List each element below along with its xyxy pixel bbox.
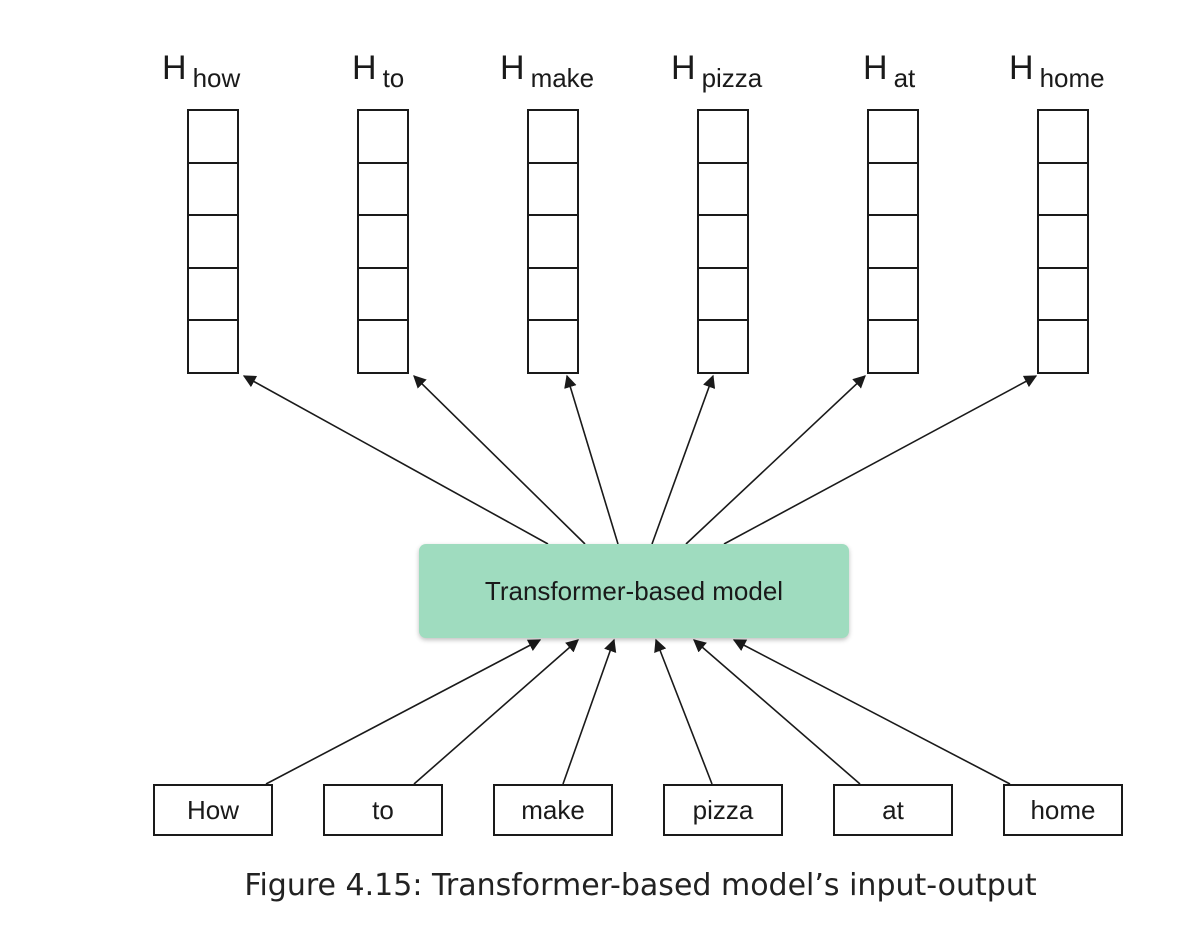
output-vector-pizza xyxy=(697,109,749,374)
output-symbol: H xyxy=(1009,49,1034,87)
output-subscript: at xyxy=(893,63,916,93)
output-vector-to xyxy=(357,109,409,374)
vector-cell xyxy=(529,321,577,372)
vector-cell xyxy=(699,164,747,217)
output-arrow xyxy=(685,375,866,545)
vector-cell xyxy=(869,269,917,322)
input-arrow xyxy=(413,639,579,785)
output-vector-make xyxy=(527,109,579,374)
input-token-pizza: pizza xyxy=(663,784,783,836)
vector-cell xyxy=(189,269,237,322)
figure-caption: Figure 4.15: Transformer-based model’s i… xyxy=(244,868,1037,903)
vector-cell xyxy=(869,111,917,164)
vector-cell xyxy=(699,111,747,164)
vector-cell xyxy=(189,216,237,269)
vector-cell xyxy=(1039,111,1087,164)
input-arrow xyxy=(265,639,542,785)
vector-cell xyxy=(529,164,577,217)
output-subscript: make xyxy=(530,63,595,93)
output-arrow xyxy=(413,375,586,545)
vector-cell xyxy=(529,111,577,164)
vector-cell xyxy=(869,164,917,217)
vector-cell xyxy=(529,269,577,322)
output-symbol: H xyxy=(863,49,888,87)
input-arrow xyxy=(654,638,713,785)
vector-cell xyxy=(1039,321,1087,372)
output-symbol: H xyxy=(162,49,187,87)
input-arrow xyxy=(732,639,1011,785)
input-token-to: to xyxy=(323,784,443,836)
model-label: Transformer-based model xyxy=(484,575,784,606)
output-vector-at xyxy=(867,109,919,374)
input-token-how: How xyxy=(153,784,273,836)
vector-cell xyxy=(699,216,747,269)
vector-cell xyxy=(359,164,407,217)
output-vector-home xyxy=(1037,109,1089,374)
vector-cell xyxy=(529,216,577,269)
output-subscript: to xyxy=(382,63,405,93)
output-symbol: H xyxy=(352,49,377,87)
vector-cell xyxy=(1039,269,1087,322)
output-arrow xyxy=(651,374,716,545)
vector-cell xyxy=(359,216,407,269)
vector-cell xyxy=(359,321,407,372)
vector-cell xyxy=(869,321,917,372)
output-vector-how xyxy=(187,109,239,374)
vector-cell xyxy=(189,164,237,217)
output-arrow xyxy=(242,375,549,545)
output-subscript: pizza xyxy=(701,63,763,93)
vector-cell xyxy=(189,321,237,372)
vector-cell xyxy=(699,321,747,372)
output-symbol: H xyxy=(671,49,696,87)
vector-cell xyxy=(1039,216,1087,269)
output-subscript: how xyxy=(192,63,241,93)
vector-cell xyxy=(869,216,917,269)
input-token-at: at xyxy=(833,784,953,836)
input-arrow xyxy=(693,639,861,785)
vector-cell xyxy=(1039,164,1087,217)
output-arrow xyxy=(723,375,1038,545)
vector-cell xyxy=(359,111,407,164)
vector-cell xyxy=(359,269,407,322)
input-token-make: make xyxy=(493,784,613,836)
vector-cell xyxy=(189,111,237,164)
input-arrow xyxy=(562,638,617,785)
output-subscript: home xyxy=(1039,63,1105,93)
output-symbol: H xyxy=(500,49,525,87)
output-arrow xyxy=(564,374,619,545)
vector-cell xyxy=(699,269,747,322)
input-token-home: home xyxy=(1003,784,1123,836)
transformer-model-box: Transformer-based model xyxy=(419,544,849,638)
